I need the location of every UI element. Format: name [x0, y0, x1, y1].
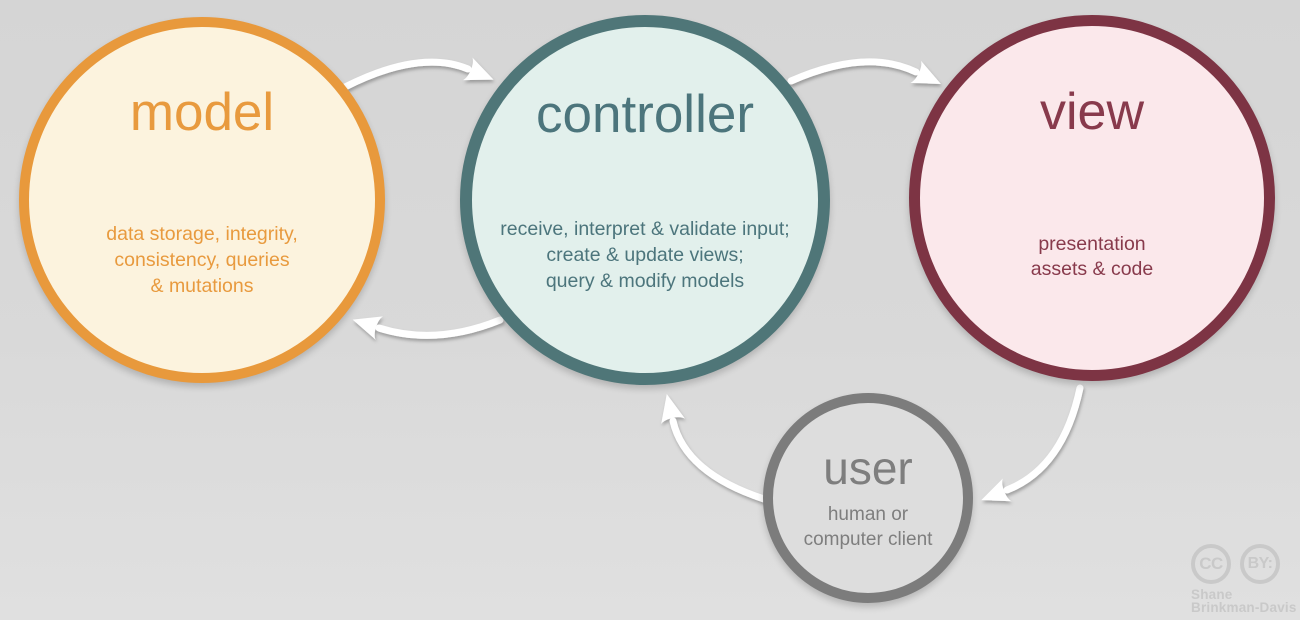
model-description: data storage, integrity, consistency, qu… — [29, 221, 375, 299]
arrow-user-to-controller — [661, 394, 768, 503]
cc-by-icon: BY: — [1240, 544, 1280, 584]
author-line: Brinkman-Davis — [1191, 600, 1297, 615]
description-line: receive, interpret & validate input; — [500, 218, 790, 240]
model-title: model — [129, 83, 275, 142]
description-line: create & update views; — [546, 244, 744, 266]
arrow-model-to-controller — [341, 57, 494, 91]
description-line: query & modify models — [545, 270, 745, 292]
arrow-controller-to-model — [352, 316, 504, 340]
node-user-circle: user human or computer client — [763, 393, 973, 603]
user-description: human or computer client — [773, 502, 963, 552]
arrow-controller-to-view — [787, 58, 941, 85]
description-line: computer client — [803, 529, 933, 550]
view-description: presentation assets & code — [920, 232, 1264, 282]
author-line: Shane — [1191, 587, 1233, 602]
description-line: presentation — [1038, 233, 1146, 255]
node-view-circle: view presentation assets & code — [909, 15, 1275, 381]
controller-description: receive, interpret & validate input; cre… — [472, 216, 818, 294]
cc-icon: CC — [1191, 544, 1231, 584]
description-line: human or — [827, 504, 909, 525]
arrow-view-to-user — [981, 384, 1084, 502]
node-controller-circle: controller receive, interpret & validate… — [460, 15, 830, 385]
view-title: view — [1039, 83, 1145, 141]
controller-title: controller — [536, 85, 754, 144]
author-name: Shane Brinkman-Davis — [1191, 587, 1297, 615]
user-title: user — [823, 442, 913, 494]
description-line: assets & code — [1030, 258, 1154, 280]
description-line: consistency, queries — [114, 249, 290, 271]
cc-attribution: CC BY: Shane Brinkman-Davis — [1191, 544, 1297, 614]
description-line: data storage, integrity, — [106, 223, 298, 245]
license-badges: CC BY: — [1191, 544, 1297, 584]
description-line: & mutations — [150, 275, 254, 297]
node-model-circle: model data storage, integrity, consisten… — [19, 17, 385, 383]
